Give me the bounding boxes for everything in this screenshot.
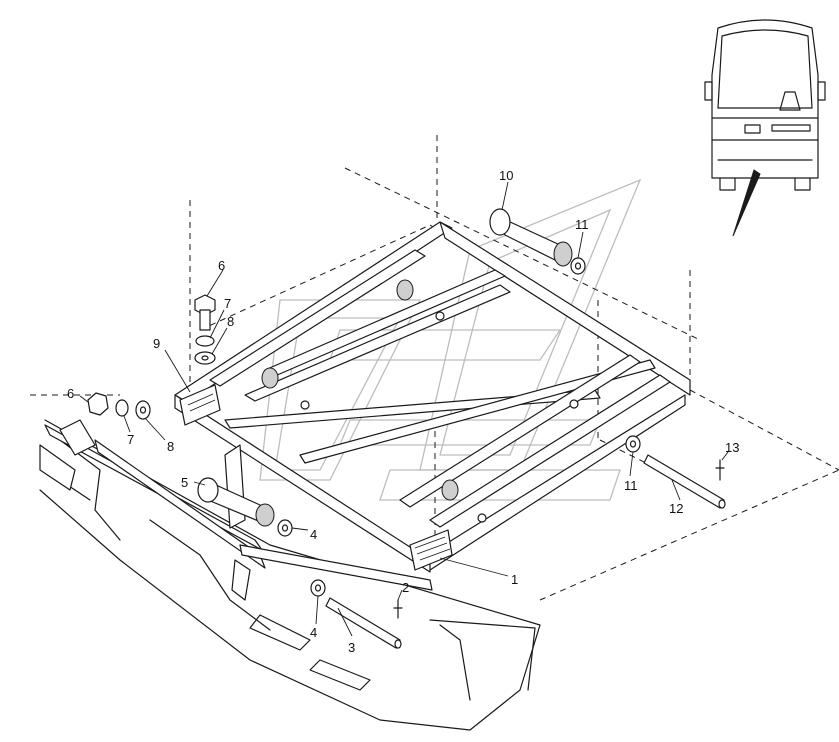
callout-6-lower: 6 <box>67 386 74 401</box>
callout-4-upper: 4 <box>310 527 317 542</box>
callout-3: 3 <box>348 640 355 655</box>
part-pin-12 <box>625 435 726 509</box>
callout-9: 9 <box>153 336 160 351</box>
callout-1: 1 <box>511 572 518 587</box>
callout-13: 13 <box>725 440 739 455</box>
callout-labels: 1 2 3 4 4 5 6 6 7 7 8 8 9 10 11 11 12 13 <box>67 168 739 655</box>
callout-7-lower: 7 <box>127 432 134 447</box>
part-bolt-stack-upper <box>194 294 216 365</box>
callout-11-upper: 11 <box>575 217 589 232</box>
callout-4-lower: 4 <box>310 625 317 640</box>
callout-6-upper: 6 <box>218 258 225 273</box>
callout-5: 5 <box>181 475 188 490</box>
phantom-outline <box>30 135 839 601</box>
callout-8-upper: 8 <box>227 314 234 329</box>
callout-10: 10 <box>499 168 513 183</box>
callout-2: 2 <box>402 580 409 595</box>
leader-lines <box>79 181 729 637</box>
part-pin-3 <box>310 579 403 649</box>
callout-12: 12 <box>669 501 683 516</box>
callout-8-lower: 8 <box>167 439 174 454</box>
part-roller-10 <box>489 208 586 275</box>
callout-7-upper: 7 <box>224 296 231 311</box>
luggage-frame <box>174 221 691 573</box>
callout-11-lower: 11 <box>624 478 638 493</box>
part-bolt-stack-lower <box>87 392 151 420</box>
bus-front-thumbnail <box>704 19 826 237</box>
